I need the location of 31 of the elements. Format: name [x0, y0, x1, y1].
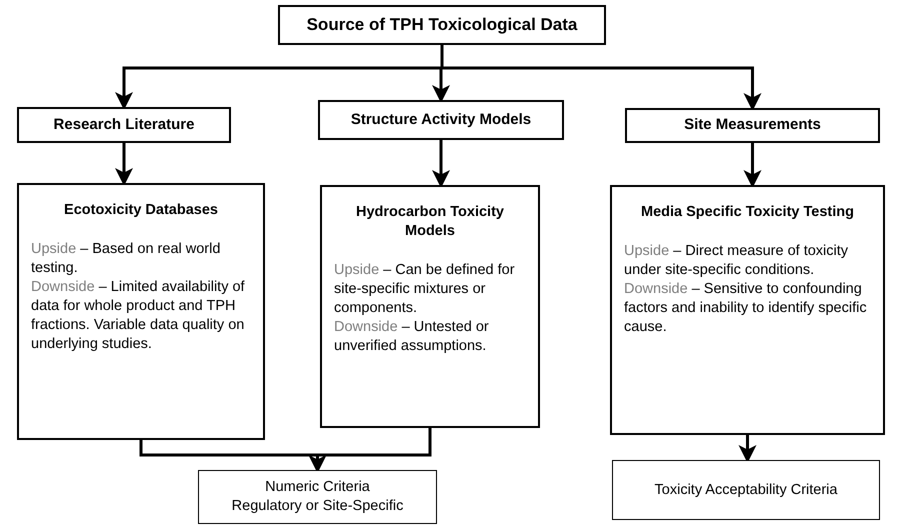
arrow: [440, 45, 762, 111]
box-label: Structure Activity Models: [350, 110, 532, 130]
body-text: Upside – Direct measure of toxicity under site-specific conditions.: [624, 242, 850, 280]
box-label: Research Literature: [54, 114, 194, 135]
body-text: Downside – Limited availability of data for whole product and TPH fractions. Variable data quality on underlying studies.: [31, 278, 246, 354]
body-text: Downside – Sensitive to confounding factors and inability to identify specific cause.: [624, 280, 868, 337]
process-box: [278, 5, 606, 45]
box-heading: Hydrocarbon Toxicity Models: [355, 203, 505, 241]
process-box: [17, 107, 231, 143]
box-label: Source of TPH Toxicological Data: [306, 14, 578, 36]
arrow: [738, 435, 756, 463]
process-box: [318, 100, 564, 140]
body-text: Upside – Based on real world testing.: [31, 240, 222, 278]
description-box: [610, 185, 885, 435]
box-label: Toxicity Acceptability Criteria: [654, 480, 838, 500]
arrow: [744, 143, 762, 188]
process-box: [198, 470, 437, 524]
description-box: [17, 183, 265, 440]
box-heading: Ecotoxicity Databases: [63, 201, 219, 220]
arrow: [115, 143, 133, 186]
body-text: Upside – Can be defined for site-specific mixtures or components.: [334, 261, 516, 318]
arrow: [432, 140, 450, 188]
box-label: Site Measurements: [684, 115, 821, 136]
box-label: Numeric Criteria: [265, 478, 370, 497]
process-box: [612, 460, 880, 520]
description-box: [320, 185, 540, 428]
process-box: [625, 108, 880, 143]
body-text: Downside – Untested or unverified assumptions.: [334, 318, 490, 356]
box-label: Regulatory or Site-Specific: [232, 497, 404, 516]
arrow: [308, 428, 432, 473]
box-heading: Media Specific Toxicity Testing: [640, 203, 855, 222]
